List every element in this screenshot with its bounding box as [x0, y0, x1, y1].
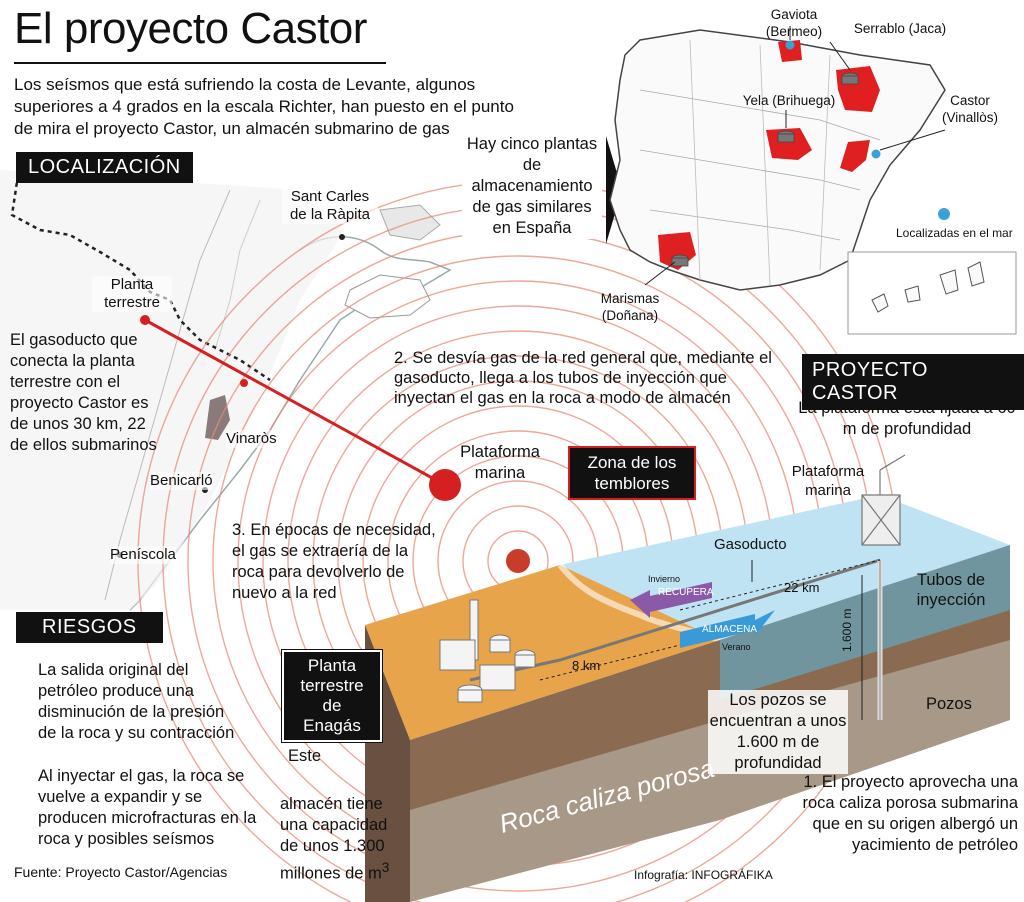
credito: Infografía: INFOGRÁFIKA	[634, 868, 773, 882]
diagram-plataforma: Plataforma marina	[791, 463, 865, 499]
step-3: 3. En épocas de necesidad, el gas se ext…	[232, 521, 436, 602]
region-gaviota	[778, 40, 802, 62]
planta-dot	[140, 315, 150, 325]
tremor-epicenter	[504, 547, 532, 575]
diagram-profundidad: 1.600 m	[840, 608, 854, 652]
localizacion-label: LOCALIZACIÓN	[16, 152, 193, 183]
canarias-box	[847, 251, 1017, 335]
legend-sea: Localizadas en el mar	[896, 226, 1013, 240]
platform-structure	[861, 454, 906, 546]
sea-front	[720, 545, 1010, 700]
pipeline-line	[144, 318, 446, 487]
capacidad-line1: Este	[288, 747, 322, 765]
gasoducto-note: El gasoducto que conecta la planta terre…	[10, 331, 157, 454]
label-castor: Castor (Vinallòs)	[941, 93, 999, 125]
legend-dot	[938, 208, 950, 220]
sea-dot-gaviota	[785, 40, 795, 50]
diagram-8km: 8 km	[572, 658, 601, 673]
capacidad-line2: almacén tiene una capacidad de unos 1.30…	[280, 795, 388, 883]
diagram-almacena: ALMACENA	[702, 624, 758, 635]
tank-icons	[671, 72, 859, 267]
plataforma-fijada: La plataforma está fijada a 60 m de prof…	[798, 399, 1016, 438]
step-1: 1. El proyecto aprovecha una roca caliza…	[802, 773, 1018, 854]
planta-enagas-callout: Planta terrestre de Enagás	[281, 649, 383, 743]
title-rule	[14, 62, 386, 64]
coast-map	[0, 158, 899, 902]
diagram-verano: Verano	[722, 642, 751, 652]
label-vinaros: Vinaròs	[226, 430, 277, 448]
pozos-note: Los pozos se encuentran a unos 1.600 m d…	[708, 690, 848, 774]
label-sant-carles: Sant Carles de la Ràpita	[282, 188, 378, 224]
sea-dot-castor	[871, 149, 881, 159]
label-planta-terrestre: Planta terrestre	[92, 276, 172, 312]
almacena-arrow	[680, 610, 775, 648]
diagram-recupera: RECUPERA	[658, 587, 714, 598]
fuente: Fuente: Proyecto Castor/Agencias	[14, 864, 228, 880]
road-lines	[104, 189, 231, 601]
diagram-pozos: Pozos	[926, 695, 972, 713]
platform-dot	[429, 469, 461, 501]
diagram-22km: 22 km	[784, 580, 820, 595]
riesgos-text-1: La salida original del petróleo produce …	[38, 661, 235, 742]
label-marismas: Marismas (Doñana)	[600, 291, 660, 323]
land-area	[0, 170, 345, 610]
intro-text: Los seísmos que está sufriendo la costa …	[14, 75, 514, 138]
plant-buildings	[439, 599, 536, 703]
step-2: 2. Se desvía gas de la red general que, …	[394, 349, 772, 407]
capacidad-sup: 3	[381, 860, 390, 875]
label-serrablo: Serrablo (Jaca)	[853, 21, 947, 36]
region-yela	[766, 128, 812, 160]
sea-area	[160, 179, 720, 640]
zona-temblores-callout: Zona de los temblores	[568, 446, 696, 500]
label-yela: Yela (Brihuega)	[742, 93, 836, 108]
riesgos-text-2: Al inyectar el gas, la roca se vuelve a …	[38, 767, 257, 848]
vinaros-urban	[205, 395, 230, 440]
label-benicarlo: Benicarló	[150, 472, 213, 490]
label-gaviota: Gaviota (Bermeo)	[765, 7, 823, 39]
label-peniscola: Peníscola	[110, 546, 176, 564]
proyecto-castor-label: PROYECTO CASTOR	[802, 354, 1024, 410]
cinco-plantas-note: Hay cinco plantas de almacenamiento de g…	[462, 134, 602, 239]
coast-dot	[240, 379, 248, 387]
spain-map	[609, 26, 1017, 335]
diagram-invierno: Invierno	[648, 574, 681, 584]
region-castor	[840, 140, 870, 172]
page-title: El proyecto Castor	[14, 4, 367, 53]
diagram-tubos: Tubos de inyección	[916, 571, 986, 609]
capacidad-text: almacén tiene una capacidad de unos 1.30…	[280, 794, 400, 885]
riesgos-label: RIESGOS	[16, 612, 163, 643]
label-plataforma-map: Plataforma marina	[460, 443, 540, 482]
diagram-gasoducto: Gasoducto	[714, 536, 787, 553]
recupera-arrow	[630, 582, 712, 618]
